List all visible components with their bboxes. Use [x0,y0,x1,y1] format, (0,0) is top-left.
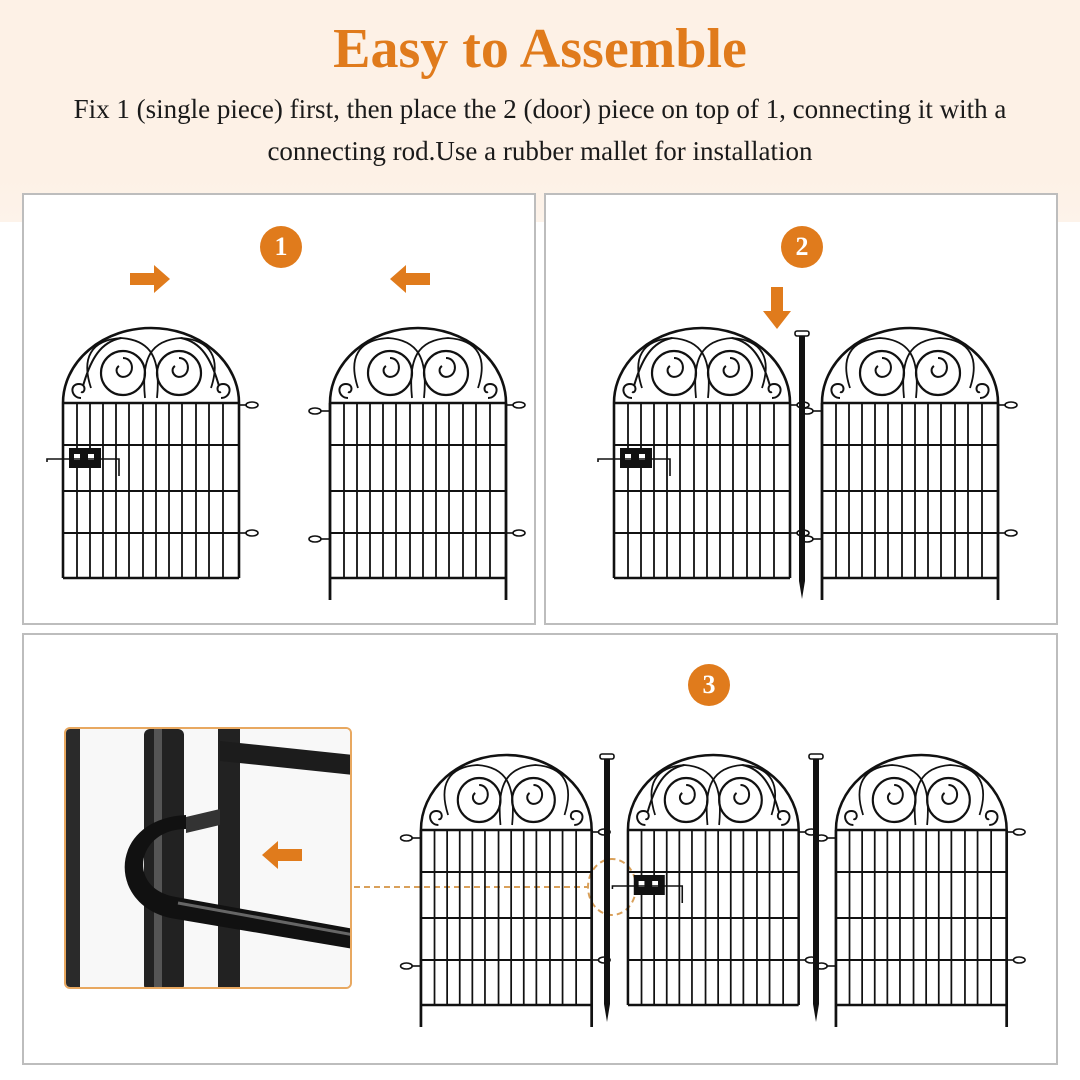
connecting-rod [794,330,810,600]
page-title: Easy to Assemble [333,18,747,80]
latch-closeup-photo [64,727,352,989]
single-fence-piece [799,326,1019,602]
door-fence-piece [45,326,260,580]
page-subtitle: Fix 1 (single piece) first, then place t… [73,94,1007,166]
step-2-badge: 2 [781,226,823,268]
step-2-panel: 2 [544,193,1058,625]
connecting-rod-1 [599,753,615,1023]
door-fence-piece [611,753,819,1007]
arrow-down-icon [763,287,791,329]
door-fence-piece [596,326,811,580]
step-3-badge: 3 [688,664,730,706]
arrow-right-icon [130,265,170,293]
arrow-left-icon [390,265,430,293]
single-fence-piece [307,326,527,602]
step-2-illustration [596,287,1019,602]
single-fence-piece-right [814,753,1027,1029]
callout-circle [587,858,637,916]
connecting-rod-2 [808,753,824,1023]
step-1-illustration [45,265,527,602]
header-band [0,0,1080,222]
closeup-illustration [66,729,350,987]
step-3-panel: 3 [22,633,1058,1065]
step-1-badge: 1 [260,226,302,268]
single-fence-piece-left [399,753,612,1029]
step-1-panel: 1 [22,193,536,625]
